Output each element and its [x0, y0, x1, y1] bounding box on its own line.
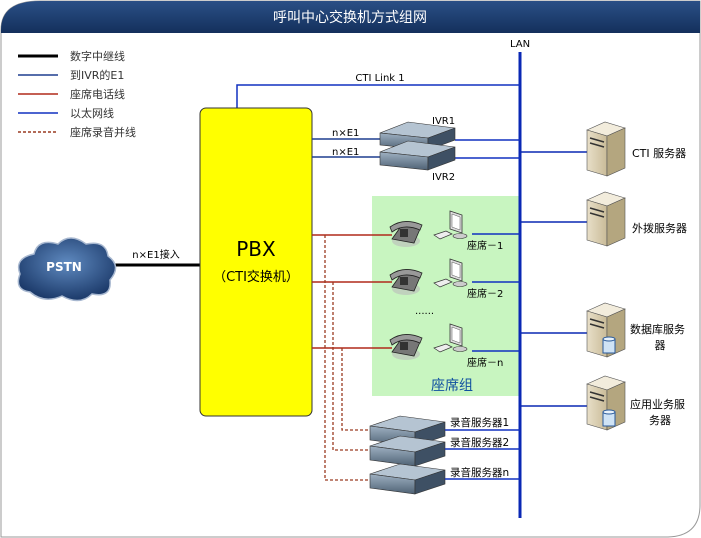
telephone-icon [389, 269, 423, 295]
seat-label: 座席－2 [467, 287, 503, 300]
record-lines [324, 235, 372, 481]
server-label: 应用业务服 [630, 397, 685, 411]
ivr2-label: IVR2 [432, 172, 455, 183]
server-tower-icon [586, 191, 626, 247]
lan-label: LAN [510, 39, 530, 50]
telephone-icon [389, 221, 423, 247]
recording-server-icon [369, 435, 446, 467]
recorder-label: 录音服务器1 [450, 416, 509, 429]
pbx-box [199, 107, 313, 417]
pbx-subtitle: （CTI交换机） [213, 269, 299, 285]
cti-link-label: CTI Link 1 [355, 73, 404, 84]
server-label: CTI 服务器 [632, 147, 686, 160]
legend-label: 座席电话线 [70, 87, 125, 101]
server-label: 务器 [649, 414, 671, 427]
pstn-label: PSTN [46, 260, 82, 274]
pstn-cloud-icon: PSTN [17, 237, 117, 302]
server-label: 外拨服务器 [632, 221, 687, 235]
recording-server-icon [369, 463, 446, 495]
diagram-title: 呼叫中心交换机方式组网 [273, 9, 427, 26]
ivr1-label: IVR1 [432, 116, 455, 127]
server-tower-icon [586, 302, 626, 358]
legend-label: 以太网线 [70, 106, 114, 120]
legend: 数字中继线 到IVR的E1 座席电话线 以太网线 座席录音并线 [18, 49, 136, 139]
recorder-label: 录音服务器2 [450, 436, 509, 449]
seat-ellipsis: ...... [415, 306, 434, 317]
server-tower-icon [586, 121, 626, 177]
e1-label: n×E1 [332, 128, 359, 139]
cti-link-line [236, 84, 520, 108]
legend-label: 数字中继线 [70, 49, 125, 63]
legend-label: 到IVR的E1 [70, 68, 124, 82]
server-label: 器 [655, 339, 666, 352]
agent-group-label: 座席组 [431, 378, 473, 394]
pstn-link-label: n×E1接入 [132, 248, 179, 261]
e1-label: n×E1 [332, 147, 359, 158]
telephone-icon [389, 334, 423, 360]
server-label: 数据库服务 [630, 322, 685, 336]
server-tower-icon [586, 375, 626, 431]
title-bar [1, 1, 700, 33]
legend-label: 座席录音并线 [70, 125, 136, 139]
computer-monitor-icon [433, 210, 468, 240]
computer-monitor-icon [433, 258, 468, 288]
seat-label: 座席－n [467, 356, 503, 369]
ivr2-icon [379, 140, 456, 171]
seat-label: 座席－1 [467, 239, 503, 252]
computer-monitor-icon [433, 323, 468, 353]
recorder-label: 录音服务器n [450, 466, 509, 479]
pbx-title: PBX [236, 237, 276, 261]
